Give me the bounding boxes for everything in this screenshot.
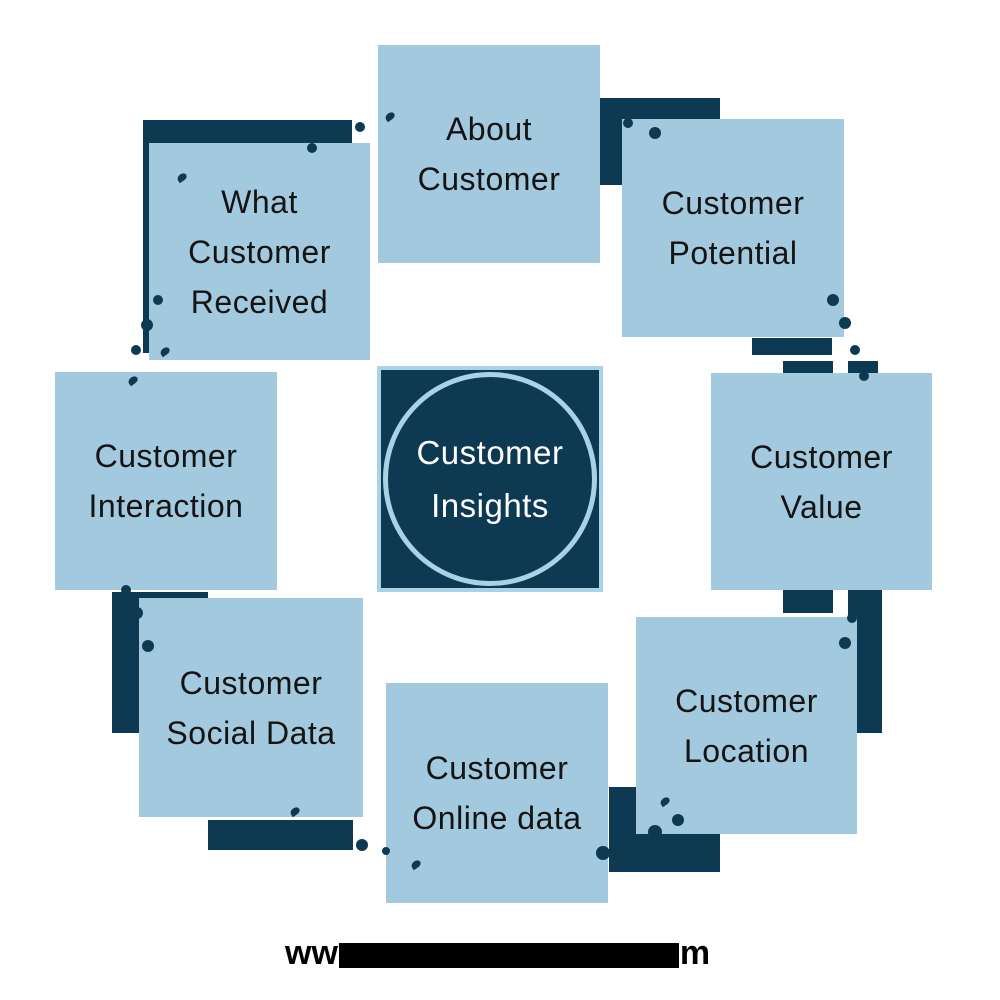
- decor-dot: [596, 846, 610, 860]
- watermark: ww m: [285, 934, 710, 972]
- decor-dot: [672, 814, 684, 826]
- node-label-line: Customer: [750, 438, 893, 475]
- watermark-suffix: m: [679, 934, 711, 972]
- node-box-customer-potential: Customer Potential: [622, 119, 844, 337]
- node-label-line: Customer: [94, 438, 238, 474]
- shadow-rect: [752, 338, 832, 355]
- node-box-customer-location: Customer Location: [636, 617, 857, 834]
- watermark-prefix: ww: [285, 934, 338, 972]
- node-box-what-customer-received: What Customer Received: [149, 143, 370, 360]
- node-box-customer-online-data: Customer Online data: [386, 683, 608, 903]
- node-box-about-customer: About Customer: [378, 45, 600, 263]
- decor-dot: [859, 371, 869, 381]
- node-label-line: Social Data: [166, 714, 336, 751]
- node-label-line: Potential: [668, 235, 798, 271]
- center-hub-square: Customer Insights: [377, 366, 603, 592]
- center-hub-circle: Customer Insights: [383, 372, 597, 586]
- node-box-customer-value: Customer Value: [711, 373, 932, 590]
- shadow-rect: [848, 361, 878, 373]
- watermark-redaction-bar: [338, 943, 679, 968]
- decor-dot: [141, 319, 153, 331]
- shadow-rect: [208, 820, 353, 850]
- node-label-line: Location: [684, 732, 809, 769]
- decor-dot: [356, 839, 368, 851]
- decor-dot: [648, 825, 662, 839]
- node-label-line: Customer: [188, 233, 331, 270]
- decor-dot: [623, 118, 633, 128]
- center-label-line: Insights: [431, 487, 549, 524]
- decor-dot: [131, 345, 141, 355]
- decor-dot: [121, 585, 131, 595]
- node-label-line: About: [445, 111, 533, 147]
- decor-dot: [850, 345, 860, 355]
- decor-dot: [827, 294, 839, 306]
- decor-dot: [847, 613, 857, 623]
- decor-dot: [839, 637, 851, 649]
- shadow-rect: [783, 361, 833, 373]
- decor-dot: [355, 122, 365, 132]
- shadow-rect: [783, 590, 833, 613]
- node-label-line: Interaction: [88, 488, 244, 524]
- decor-dot: [382, 847, 390, 855]
- decor-dot: [307, 143, 317, 153]
- decor-dot: [142, 640, 154, 652]
- node-label-line: Customer: [661, 185, 805, 221]
- node-label-line: Customer: [425, 750, 569, 786]
- decor-dot: [839, 317, 851, 329]
- decor-dot: [649, 127, 661, 139]
- node-label-line: Customer: [675, 682, 818, 719]
- node-label-line: Customer: [417, 161, 561, 197]
- node-box-customer-interaction: Customer Interaction: [55, 372, 277, 590]
- node-label-line: What: [221, 183, 298, 220]
- node-box-customer-social-data: Customer Social Data: [139, 598, 363, 817]
- decor-dot: [153, 295, 163, 305]
- node-label-line: Received: [190, 283, 329, 320]
- node-label-line: Online data: [412, 800, 582, 836]
- node-label-line: Customer: [179, 664, 323, 701]
- node-label-line: Value: [780, 488, 863, 525]
- decor-dot: [131, 607, 143, 619]
- center-label-line: Customer: [416, 434, 564, 471]
